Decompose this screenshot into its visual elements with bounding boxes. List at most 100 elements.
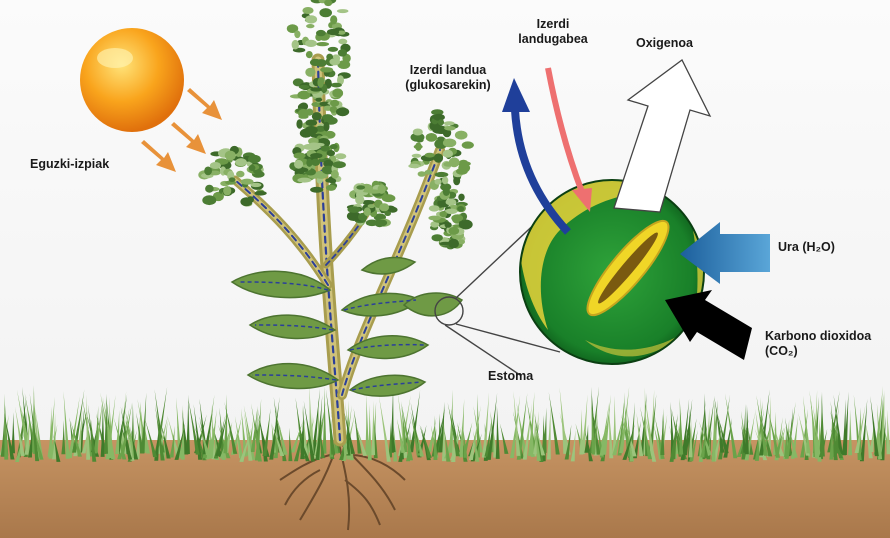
foliage-leaflet [428, 216, 440, 221]
foliage-leaflet [331, 83, 342, 88]
foliage-leaflet [448, 227, 459, 235]
foliage-leaflet [294, 31, 300, 39]
foliage-leaflet [316, 42, 329, 46]
foliage-leaflet [368, 204, 375, 208]
foliage-leaflet [330, 15, 337, 24]
foliage-leaflet [444, 126, 456, 131]
foliage-leaflet [306, 51, 313, 58]
grass-blade [887, 410, 890, 454]
foliage-leaflet [248, 155, 261, 164]
grass-blade [61, 420, 65, 454]
foliage-leaflet [384, 211, 391, 216]
stoma-label: Estoma [488, 369, 533, 384]
foliage-leaflet [433, 114, 445, 121]
foliage-leaflet [338, 49, 347, 56]
raw-sap-label: Izerdi landugabea [508, 17, 598, 47]
foliage-leaflet [333, 161, 346, 168]
foliage-leaflet [306, 119, 318, 126]
foliage-leaflet [332, 88, 343, 97]
foliage-leaflet [327, 150, 335, 156]
foliage-leaflet [310, 87, 322, 91]
foliage-leaflet [382, 194, 396, 202]
foliage-leaflet [449, 157, 460, 167]
foliage-leaflet [446, 199, 457, 206]
co2-label-line1: Karbono dioxidoa [765, 329, 871, 344]
foliage-leaflet [330, 144, 338, 149]
foliage-leaflet [425, 170, 433, 175]
foliage-leaflet [434, 153, 443, 162]
foliage-leaflet [205, 185, 214, 193]
foliage-leaflet [305, 126, 318, 135]
foliage-leaflet [312, 112, 322, 120]
processed-sap-label-line2: (glukosarekin) [393, 78, 503, 93]
processed-sap-label-line1: Izerdi landua [393, 63, 503, 78]
grass-icon [0, 385, 890, 462]
foliage-leaflet [247, 196, 254, 203]
foliage-leaflet [336, 107, 349, 116]
foliage-leaflet [432, 234, 443, 241]
foliage-leaflet [296, 119, 302, 129]
foliage-leaflet [451, 214, 463, 221]
foliage-leaflet [458, 194, 464, 201]
foliage-leaflet [204, 167, 212, 176]
grass-blade [368, 404, 372, 460]
foliage-leaflet [317, 78, 323, 88]
foliage-leaflet [414, 144, 423, 149]
foliage-leaflet [327, 29, 339, 35]
foliage-leaflet [324, 122, 330, 132]
foliage-leaflet [453, 176, 460, 185]
raw-sap-label-line1: Izerdi [508, 17, 598, 32]
foliage-leaflet [442, 177, 448, 185]
foliage-leaflet [435, 179, 442, 185]
foliage-leaflet [448, 239, 459, 249]
foliage-leaflet [426, 133, 437, 142]
foliage-leaflet [225, 151, 236, 161]
foliage-leaflet [322, 114, 333, 121]
foliage-leaflet [325, 178, 336, 183]
grass-blade [4, 394, 8, 460]
foliage-leaflet [444, 121, 455, 125]
foliage-leaflet [429, 205, 440, 211]
foliage-leaflet [462, 141, 474, 148]
foliage-leaflet [297, 178, 311, 183]
co2-label-line2: (CO₂) [765, 344, 871, 359]
foliage-leaflet [210, 162, 221, 169]
foliage-leaflet [455, 131, 468, 140]
foliage-leaflet [348, 206, 361, 213]
foliage-leaflet [294, 153, 306, 159]
foliage-leaflet [319, 8, 332, 17]
foliage-leaflet [255, 191, 267, 196]
co2-label: Karbono dioxidoa (CO₂) [765, 329, 871, 359]
foliage-leaflet [223, 186, 231, 195]
foliage-leaflet [364, 207, 371, 216]
foliage-leaflet [299, 85, 310, 89]
foliage-leaflet [335, 153, 346, 159]
foliage-leaflet [443, 139, 456, 148]
foliage-leaflet [249, 165, 256, 171]
foliage-leaflet [310, 59, 321, 66]
foliage-leaflet [337, 9, 349, 13]
foliage-leaflet [305, 40, 317, 47]
foliage-leaflet [326, 185, 336, 191]
foliage-leaflet [356, 185, 365, 189]
sun-rays-label: Eguzki-izpiak [30, 157, 109, 172]
foliage-leaflet [306, 24, 314, 28]
foliage-leaflet [458, 163, 470, 172]
raw-sap-label-line2: landugabea [508, 32, 598, 47]
foliage-leaflet [438, 119, 444, 125]
foliage-leaflet [250, 183, 261, 187]
grass-blade [86, 395, 90, 460]
foliage-leaflet [445, 222, 452, 228]
oxygen-label: Oxigenoa [636, 36, 693, 51]
foliage-leaflet [458, 239, 465, 244]
foliage-leaflet [443, 186, 450, 196]
foliage-leaflet [331, 170, 339, 179]
foliage-leaflet [315, 98, 322, 102]
processed-sap-label: Izerdi landua (glukosarekin) [393, 63, 503, 93]
foliage-leaflet [408, 164, 420, 168]
oxygen-arrow [614, 60, 710, 212]
foliage-leaflet [236, 171, 244, 178]
foliage [198, 0, 474, 249]
foliage-leaflet [379, 203, 389, 211]
